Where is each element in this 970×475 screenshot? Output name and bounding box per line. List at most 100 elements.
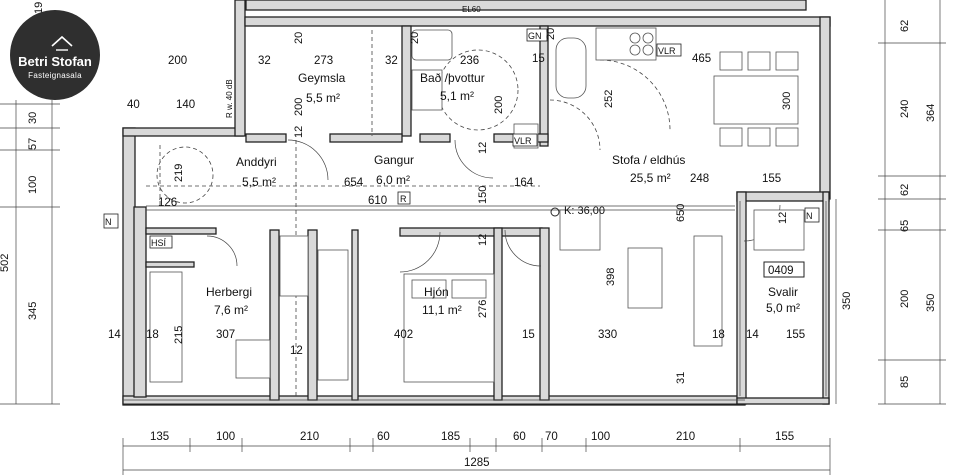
dim: 60 [513, 431, 526, 443]
walls [122, 0, 831, 406]
dim: 155 [786, 329, 805, 341]
dim: 185 [441, 431, 460, 443]
north-label-1: N [105, 217, 112, 227]
room-area-bad: 5,1 m² [440, 89, 474, 103]
room-name-bad: Bað /þvottur [420, 71, 485, 85]
dim: 100 [591, 431, 610, 443]
dim: 70 [545, 431, 558, 443]
room-name-geymsla: Geymsla [298, 71, 346, 85]
dim: 14 [108, 329, 121, 341]
dim: 398 [605, 268, 617, 286]
dim: 219 [173, 164, 185, 182]
dim: 20 [293, 32, 305, 44]
dim: 248 [690, 173, 709, 185]
hsi-label: HSÍ [151, 238, 167, 248]
dim: 240 [899, 100, 911, 118]
dim: 610 [368, 195, 387, 207]
dim: 345 [27, 302, 39, 320]
dim: 126 [158, 197, 177, 209]
room-area-hjon: 11,1 m² [422, 303, 462, 317]
kote-label: K: 36,00 [564, 205, 605, 217]
dim: 57 [27, 138, 39, 150]
dim: 15 [522, 329, 535, 341]
dim: 15 [532, 53, 545, 65]
vlr-top-label: VLR [658, 46, 676, 56]
dim: 252 [603, 90, 615, 108]
dim: 155 [762, 173, 781, 185]
room-name-hjon: Hjón [424, 285, 449, 299]
dim: 12 [290, 345, 303, 357]
bottom-dimensions: 135 100 210 60 185 60 70 100 210 155 128… [122, 431, 831, 475]
dim: 135 [150, 431, 169, 443]
dim: 350 [925, 294, 937, 312]
dim: 18 [712, 329, 725, 341]
dim: 12 [477, 142, 489, 154]
unit-number: 0409 [768, 265, 794, 277]
dim: 62 [899, 184, 911, 196]
dim: 210 [300, 431, 319, 443]
left-dimensions: 30 57 100 345 502 [0, 100, 60, 405]
dim-total: 502 [0, 254, 11, 272]
dim: 100 [27, 176, 39, 194]
brand-subtitle: Fasteignasala [28, 71, 82, 80]
dim: 200 [293, 98, 305, 116]
dim: 210 [676, 431, 695, 443]
dim: 200 [168, 55, 187, 67]
dim: 200 [493, 96, 505, 114]
dim: 307 [216, 329, 235, 341]
inner-dimensions: 200 32 273 32 236 15 465 40 140 20 20 20… [33, 2, 805, 384]
room-name-stofa: Stofa / eldhús [612, 153, 685, 167]
elec-label: EL60 [462, 5, 481, 14]
room-area-geymsla: 5,5 m² [306, 91, 340, 105]
dim: 200 [899, 290, 911, 308]
dim: 330 [598, 329, 617, 341]
dim: 164 [514, 177, 534, 189]
dim: 12 [477, 234, 489, 246]
dim: 31 [675, 372, 687, 384]
dim: 215 [173, 326, 185, 344]
room-labels: Geymsla 5,5 m² Bað /þvottur 5,1 m² Anddy… [206, 71, 805, 317]
dim: 20 [545, 28, 557, 40]
house-icon [51, 35, 73, 51]
brand-logo: Betri Stofan Fasteignasala [10, 10, 100, 100]
dim: 155 [775, 431, 794, 443]
dim: 60 [377, 431, 390, 443]
dim: 100 [216, 431, 235, 443]
dim: 32 [258, 55, 271, 67]
r-label: R [400, 194, 407, 204]
room-name-anddyri: Anddyri [236, 155, 277, 169]
dim: 85 [899, 376, 911, 388]
dim: 32 [385, 55, 398, 67]
dim: 12 [777, 212, 789, 224]
dim: 350 [841, 292, 853, 310]
brand-name: Betri Stofan [18, 54, 92, 69]
room-area-gangur: 6,0 m² [376, 173, 410, 187]
room-name-gangur: Gangur [374, 153, 414, 167]
dim: 30 [27, 112, 39, 124]
north-label-2: N [806, 211, 813, 221]
dim: 364 [925, 104, 937, 122]
dim: 650 [675, 204, 687, 222]
room-name-svalir: Svalir [768, 285, 798, 299]
dim: 40 [127, 99, 140, 111]
room-area-herbergi: 7,6 m² [214, 303, 248, 317]
dim: 62 [899, 20, 911, 32]
dim: 140 [176, 99, 195, 111]
symbol-labels: GN VLR VLR R HSÍ EL60 K: 36,00 N N R w. … [103, 5, 820, 249]
dim: 276 [477, 300, 489, 318]
room-area-anddyri: 5,5 m² [242, 175, 276, 189]
dim: 20 [409, 32, 421, 44]
vlr-mid-label: VLR [514, 136, 532, 146]
dim: 402 [394, 329, 413, 341]
dim-total: 1285 [464, 457, 490, 469]
dim: 273 [314, 55, 333, 67]
rd-label: R w. 40 dB [225, 79, 234, 118]
dim: 65 [899, 220, 911, 232]
right-dimensions: 62 240 62 65 200 85 364 350 350 [835, 0, 946, 405]
dim: 18 [146, 329, 159, 341]
room-area-svalir: 5,0 m² [766, 301, 800, 315]
room-area-stofa: 25,5 m² [630, 171, 671, 185]
gn-label: GN [528, 31, 542, 41]
